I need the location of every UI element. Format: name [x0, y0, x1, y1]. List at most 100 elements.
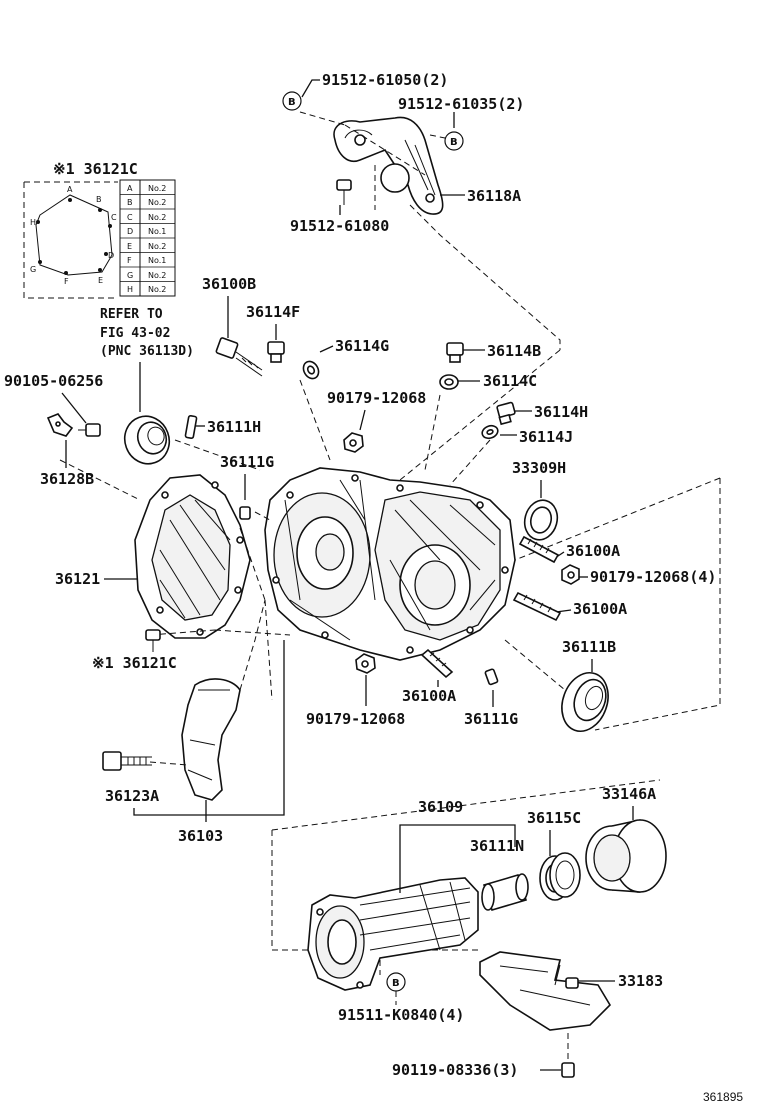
- label-36121C-bottom: ※1 36121C: [92, 654, 177, 672]
- gasket-36114J: [481, 424, 499, 440]
- label-91512-61080: 91512-61080: [290, 217, 389, 235]
- table-spec-e: No.2: [148, 242, 166, 251]
- inset-letter-d: D: [108, 251, 114, 260]
- inset-letter-g: G: [30, 265, 36, 274]
- figure-number: 361895: [703, 1090, 743, 1104]
- inset-letter-f: F: [64, 277, 69, 286]
- inset-letter-a: A: [67, 185, 73, 194]
- pin-36111G-bottom: [484, 668, 499, 686]
- svg-text:B: B: [392, 978, 400, 989]
- callout-b-2: B: [444, 131, 464, 151]
- table-pos-a: A: [127, 184, 133, 193]
- bolt-90105-06256: [78, 423, 101, 437]
- bushing-36111N: [481, 873, 529, 911]
- label-36111G-bottom: 36111G: [464, 710, 518, 728]
- inset-letter-b: B: [96, 195, 102, 204]
- table-spec-a: No.2: [148, 184, 166, 193]
- label-36111N: 36111N: [470, 837, 524, 855]
- label-36121C-top: ※1 36121C: [53, 160, 138, 178]
- nut-90179-12068-top: [343, 432, 364, 453]
- table-spec-h: No.2: [148, 285, 166, 294]
- gasket-36114C: [439, 374, 459, 390]
- svg-text:B: B: [450, 137, 458, 148]
- inset-letter-e: E: [98, 276, 103, 285]
- extension-housing-36109: [307, 877, 479, 991]
- label-36121: 36121: [55, 570, 100, 588]
- label-36100A-1: 36100A: [566, 542, 620, 560]
- table-spec-c: No.2: [148, 213, 166, 222]
- table-pos-c: C: [127, 213, 133, 222]
- label-91511-K0840: 91511-K0840(4): [338, 1006, 464, 1024]
- table-pos-b: B: [127, 198, 133, 207]
- protector-36103: [181, 678, 241, 801]
- table-pos-g: G: [127, 271, 133, 280]
- label-91512-61035: 91512-61035(2): [398, 95, 524, 113]
- oil-seal-36111B: [561, 672, 609, 732]
- stud-36100A-2: [512, 591, 562, 622]
- stud-36100A-1: [518, 535, 560, 564]
- inset-letter-c: C: [111, 213, 117, 222]
- bolt-90119-08336: [561, 1033, 575, 1078]
- label-36123A: 36123A: [105, 787, 159, 805]
- table-spec-g: No.2: [148, 271, 166, 280]
- bearing-33146A: [585, 819, 667, 893]
- label-33146A: 33146A: [602, 785, 656, 803]
- label-36114C: 36114C: [483, 372, 537, 390]
- table-spec-f: No.1: [148, 256, 166, 265]
- label-90119-08336: 90119-08336(3): [392, 1061, 518, 1079]
- refer-line-3: (PNC 36113D): [100, 344, 194, 359]
- label-36100A-3: 36100A: [402, 687, 456, 705]
- bracket-36128B: [46, 413, 74, 437]
- label-36114H: 36114H: [534, 403, 588, 421]
- bolt-36100B: [215, 337, 263, 377]
- callout-b-3: B: [386, 972, 406, 992]
- nut-90179-12068-4: [561, 564, 580, 585]
- label-36111B: 36111B: [562, 638, 616, 656]
- table-pos-d: D: [127, 227, 133, 236]
- case-cover-36121: [134, 474, 251, 639]
- gasket-36114G: [302, 360, 320, 380]
- bolt-36123A: [102, 751, 152, 771]
- svg-text:B: B: [288, 97, 296, 108]
- label-36109: 36109: [418, 798, 463, 816]
- bolt-pattern-inset: A B C D E F G H: [23, 181, 118, 299]
- callout-b-1: B: [282, 91, 302, 111]
- bolt-36121C-bottom: [145, 629, 161, 652]
- table-spec-d: No.1: [148, 227, 166, 236]
- bolt-91512-61080: [336, 179, 352, 205]
- stud-36100A-3: [420, 648, 454, 679]
- bearing-36115C: [539, 852, 581, 901]
- transfer-case-main: [264, 467, 516, 661]
- label-36103: 36103: [178, 827, 223, 845]
- label-36114G: 36114G: [335, 337, 389, 355]
- label-90179-12068-mid: 90179-12068: [306, 710, 405, 728]
- bracket-36118A: [333, 116, 444, 215]
- label-36100B: 36100B: [202, 275, 256, 293]
- label-90179-12068-4: 90179-12068(4): [590, 568, 716, 586]
- plug-36114H: [496, 401, 516, 426]
- table-pos-h: H: [127, 285, 133, 294]
- label-36128B: 36128B: [40, 470, 94, 488]
- breather-36111H: [184, 414, 198, 440]
- label-33309H: 33309H: [512, 459, 566, 477]
- oil-seal-33309H: [523, 499, 559, 541]
- label-36111H: 36111H: [207, 418, 261, 436]
- label-90179-12068-top: 90179-12068: [327, 389, 426, 407]
- label-36114J: 36114J: [519, 428, 573, 446]
- bracket-33183: [479, 951, 612, 1031]
- label-90105-06256: 90105-06256: [4, 372, 103, 390]
- label-36118A: 36118A: [467, 187, 521, 205]
- refer-line-1: REFER TO: [100, 307, 163, 322]
- plug-36114F: [267, 341, 285, 363]
- refer-line-2: FIG 43-02: [100, 326, 170, 341]
- label-33183: 33183: [618, 972, 663, 990]
- table-pos-e: E: [127, 242, 132, 251]
- label-36114B: 36114B: [487, 342, 541, 360]
- nut-90179-12068-mid: [355, 653, 376, 674]
- inset-letter-h: H: [30, 218, 36, 227]
- bolt-spec-table: A No.2 B No.2 C No.2 D No.1 E No.2 F No.…: [119, 179, 176, 297]
- label-36114F: 36114F: [246, 303, 300, 321]
- pin-36111G-top: [239, 506, 251, 520]
- table-spec-b: No.2: [148, 198, 166, 207]
